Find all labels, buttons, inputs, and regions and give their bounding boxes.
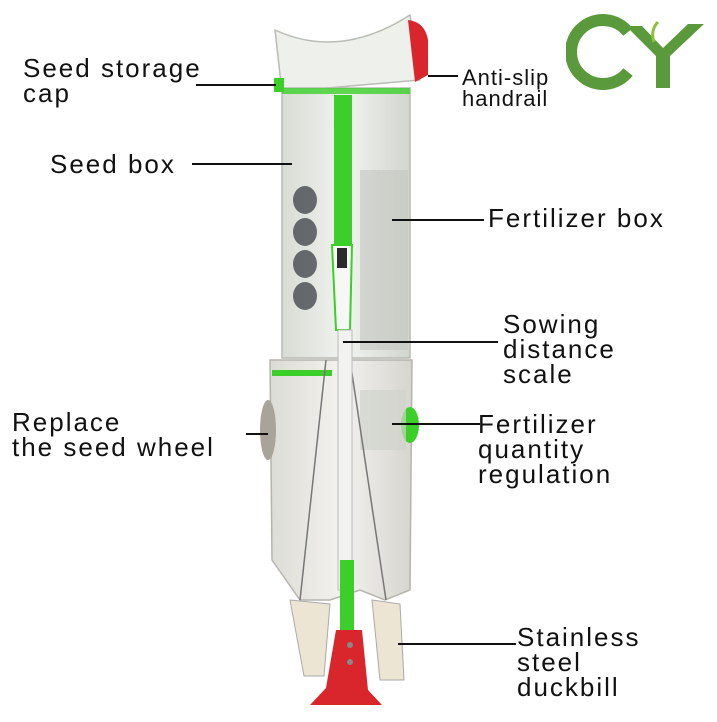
- green-cap-clip: [274, 78, 284, 92]
- seed-wheel-1: [293, 186, 317, 214]
- green-rod: [340, 560, 354, 650]
- green-frame: [334, 95, 352, 245]
- center-rod: [337, 329, 353, 591]
- label-seed-storage-cap: Seed storage cap: [23, 53, 202, 108]
- leader-seed-box: [192, 163, 292, 165]
- label-anti-slip-handrail: Anti-slip handrail: [462, 65, 550, 111]
- label-stainless-steel-duckbill: Stainless steel duckbill: [517, 622, 641, 702]
- leader-fertilizer-quantity-regulation: [392, 423, 480, 425]
- fertilizer-box: [360, 170, 408, 350]
- leader-anti-slip-handrail: [428, 75, 458, 77]
- anti-slip-handrail: [408, 20, 428, 82]
- seed-wheel-knob: [260, 400, 276, 460]
- cy-logo: [566, 14, 704, 90]
- duckbill-right: [371, 599, 405, 681]
- label-sowing-distance-scale: Sowing distance scale: [503, 309, 616, 389]
- leader-fertilizer-box: [392, 219, 484, 221]
- seed-wheel-4: [293, 282, 317, 310]
- seed-wheel-2: [293, 218, 317, 246]
- label-fertilizer-quantity-regulation: Fertilizer quantity regulation: [478, 409, 613, 489]
- stainless-steel-duckbill: [310, 630, 382, 705]
- duckbill-left: [289, 599, 331, 677]
- leader-seed-storage-cap: [196, 84, 276, 86]
- label-seed-box: Seed box: [50, 149, 176, 179]
- seed-storage-cap: [274, 13, 421, 93]
- leader-replace-seed-wheel: [246, 433, 268, 435]
- leader-stainless-steel-duckbill: [398, 643, 516, 645]
- label-fertilizer-box: Fertilizer box: [488, 203, 665, 233]
- label-replace-seed-wheel: Replace the seed wheel: [12, 407, 215, 462]
- leader-sowing-distance-scale: [343, 341, 498, 343]
- seed-wheel-3: [293, 250, 317, 278]
